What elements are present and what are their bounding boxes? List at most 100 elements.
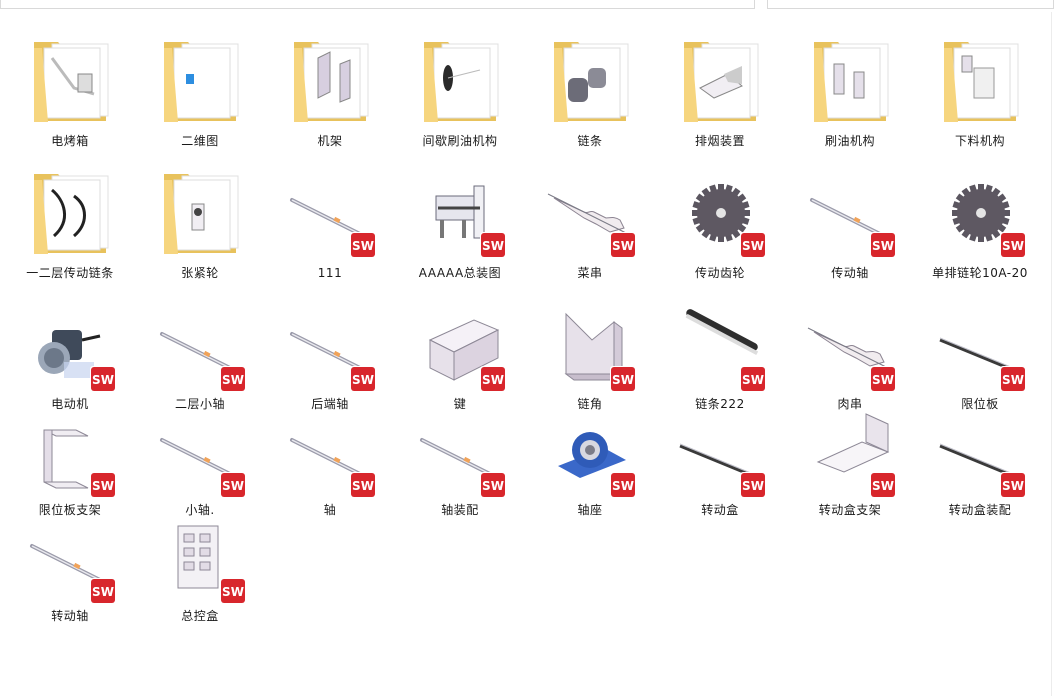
svg-text:SW: SW: [742, 373, 764, 387]
solidworks-file-item[interactable]: SW 键: [395, 294, 525, 411]
solidworks-badge-icon: SW: [740, 472, 766, 498]
svg-text:SW: SW: [352, 239, 374, 253]
solidworks-file-item[interactable]: SW 菜串: [525, 160, 655, 280]
solidworks-file-item[interactable]: SW 肉串: [785, 294, 915, 411]
solidworks-file-item[interactable]: SW 转动盒: [655, 400, 785, 517]
folder-icon: [24, 166, 116, 258]
skewer-icon: SW: [544, 166, 636, 258]
svg-text:SW: SW: [92, 479, 114, 493]
motor-icon: SW: [24, 300, 116, 392]
solidworks-badge-icon: SW: [740, 366, 766, 392]
solidworks-file-item[interactable]: SW 传动齿轮: [655, 160, 785, 280]
svg-text:SW: SW: [92, 585, 114, 599]
folder-item[interactable]: 机架: [265, 28, 395, 148]
search-input[interactable]: [767, 0, 1054, 9]
solidworks-badge-icon: SW: [610, 232, 636, 258]
solidworks-file-item[interactable]: SW 限位板: [915, 294, 1045, 411]
item-label: 轴: [323, 503, 337, 517]
folder-item[interactable]: 下料机构: [915, 28, 1045, 148]
svg-text:SW: SW: [742, 479, 764, 493]
solidworks-file-item[interactable]: SW 小轴.: [135, 400, 265, 517]
solidworks-file-item[interactable]: SW 后端轴: [265, 294, 395, 411]
solidworks-file-item[interactable]: SW 二层小轴: [135, 294, 265, 411]
rod-icon: SW: [674, 406, 766, 498]
tray-icon: SW: [804, 406, 896, 498]
solidworks-file-item[interactable]: SW 总控盒: [135, 506, 265, 623]
folder-item[interactable]: 二维图: [135, 28, 265, 148]
solidworks-file-item[interactable]: SW AAAAA总装图: [395, 160, 525, 280]
solidworks-file-item[interactable]: SW 单排链轮10A-20: [915, 160, 1045, 280]
folder-item[interactable]: 一二层传动链条: [5, 160, 135, 280]
solidworks-badge-icon: SW: [350, 472, 376, 498]
panel-icon: SW: [154, 512, 246, 604]
folder-icon: [284, 34, 376, 126]
frame-icon: SW: [24, 406, 116, 498]
svg-text:SW: SW: [352, 479, 374, 493]
solidworks-file-item[interactable]: SW 转动轴: [5, 506, 135, 623]
solidworks-badge-icon: SW: [870, 232, 896, 258]
folder-icon: [804, 34, 896, 126]
vertical-scrollbar[interactable]: [1051, 12, 1060, 696]
solidworks-file-item[interactable]: SW 轴装配: [395, 400, 525, 517]
chain-icon: SW: [674, 300, 766, 392]
item-label: 下料机构: [954, 134, 1005, 148]
folder-icon: [934, 34, 1026, 126]
svg-text:SW: SW: [612, 373, 634, 387]
sprocket-icon: SW: [674, 166, 766, 258]
item-label: 二维图: [181, 134, 219, 148]
item-label: 二层小轴: [174, 397, 225, 411]
shaft-icon: SW: [154, 406, 246, 498]
solidworks-file-item[interactable]: SW 限位板支架: [5, 400, 135, 517]
item-label: 菜串: [577, 266, 603, 280]
address-input[interactable]: [0, 0, 724, 9]
svg-text:SW: SW: [872, 239, 894, 253]
folder-item[interactable]: 排烟装置: [655, 28, 785, 148]
svg-text:SW: SW: [742, 239, 764, 253]
solidworks-badge-icon: SW: [870, 472, 896, 498]
solidworks-file-item[interactable]: SW 轴座: [525, 400, 655, 517]
item-label: 转动轴: [51, 609, 89, 623]
item-label: 限位板支架: [38, 503, 102, 517]
solidworks-file-item[interactable]: SW 传动轴: [785, 160, 915, 280]
solidworks-file-item[interactable]: SW 转动盒装配: [915, 400, 1045, 517]
item-label: 机架: [317, 134, 343, 148]
solidworks-badge-icon: SW: [610, 472, 636, 498]
svg-text:SW: SW: [612, 479, 634, 493]
folder-item[interactable]: 链条: [525, 28, 655, 148]
item-label: 转动盒支架: [818, 503, 882, 517]
item-label: 轴座: [577, 503, 603, 517]
solidworks-badge-icon: SW: [1000, 232, 1026, 258]
folder-item[interactable]: 间歇刷油机构: [395, 28, 525, 148]
solidworks-file-item[interactable]: SW 111: [265, 160, 395, 280]
address-dropdown-button[interactable]: [722, 0, 755, 9]
solidworks-badge-icon: SW: [610, 366, 636, 392]
solidworks-badge-icon: SW: [220, 578, 246, 604]
item-label: 传动轴: [831, 266, 869, 280]
svg-text:SW: SW: [1002, 239, 1024, 253]
solidworks-badge-icon: SW: [90, 366, 116, 392]
item-label: 链角: [577, 397, 603, 411]
folder-icon: [154, 34, 246, 126]
solidworks-file-item[interactable]: SW 链角: [525, 294, 655, 411]
solidworks-file-item[interactable]: SW 链条222: [655, 294, 785, 411]
item-label: AAAAA总装图: [418, 266, 502, 280]
folder-item[interactable]: 电烤箱: [5, 28, 135, 148]
solidworks-badge-icon: SW: [220, 472, 246, 498]
skewer-icon: SW: [804, 300, 896, 392]
svg-text:SW: SW: [222, 585, 244, 599]
item-label: 总控盒: [181, 609, 219, 623]
solidworks-badge-icon: SW: [480, 472, 506, 498]
solidworks-file-item[interactable]: SW 电动机: [5, 294, 135, 411]
item-label: 排烟装置: [694, 134, 745, 148]
sprocket-icon: SW: [934, 166, 1026, 258]
assembly-icon: SW: [414, 166, 506, 258]
solidworks-file-item[interactable]: SW 轴: [265, 400, 395, 517]
folder-icon: [24, 34, 116, 126]
svg-text:SW: SW: [1002, 373, 1024, 387]
item-label: 刷油机构: [824, 134, 875, 148]
folder-item[interactable]: 刷油机构: [785, 28, 915, 148]
item-label: 一二层传动链条: [26, 266, 114, 280]
item-label: 限位板: [961, 397, 999, 411]
folder-item[interactable]: 张紧轮: [135, 160, 265, 280]
solidworks-file-item[interactable]: SW 转动盒支架: [785, 400, 915, 517]
